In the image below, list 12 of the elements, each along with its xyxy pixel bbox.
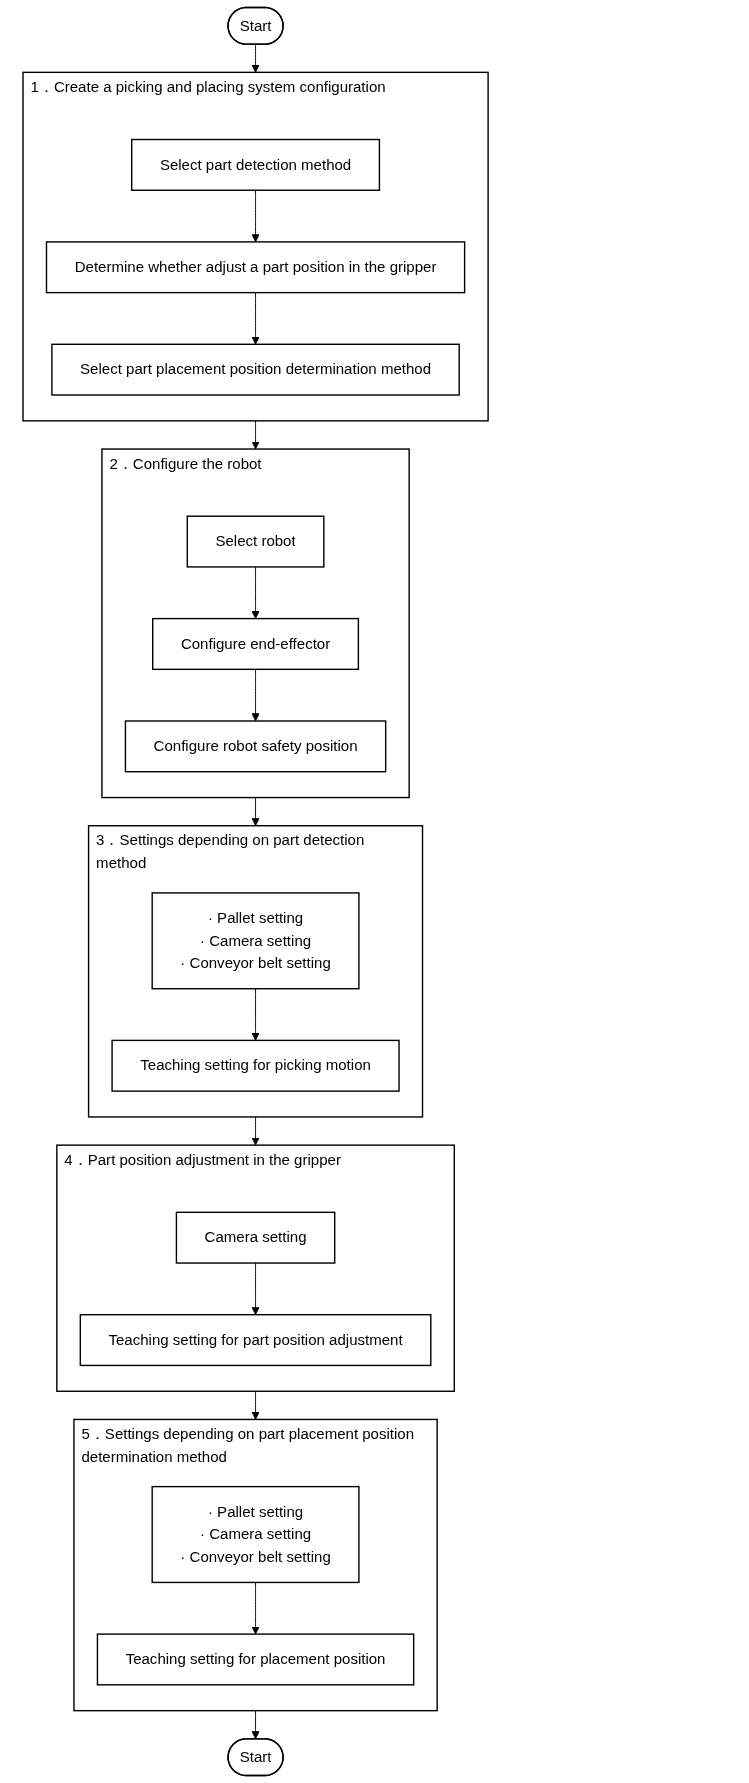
node-box: Teaching setting for picking motion <box>111 1039 400 1092</box>
node-box: Camera setting <box>175 1211 336 1264</box>
node-box: Teaching setting for placement position <box>96 1633 415 1686</box>
node-box: Select part detection method <box>131 138 381 191</box>
node-box: · Pallet setting · Camera setting · Conveyor belt setting <box>151 892 360 990</box>
node-box: · Pallet setting · Camera setting · Conveyor belt setting <box>151 1485 360 1584</box>
node-box: Configure end-effector <box>152 617 360 671</box>
node-box: Select robot <box>186 515 325 568</box>
node-box: Teaching setting for part position adjustment <box>79 1314 432 1367</box>
node-box: Determine whether adjust a part position in the gripper <box>45 241 466 294</box>
node-box: Configure robot safety position <box>124 720 387 773</box>
node-box: Select part placement position determination method <box>51 343 460 396</box>
